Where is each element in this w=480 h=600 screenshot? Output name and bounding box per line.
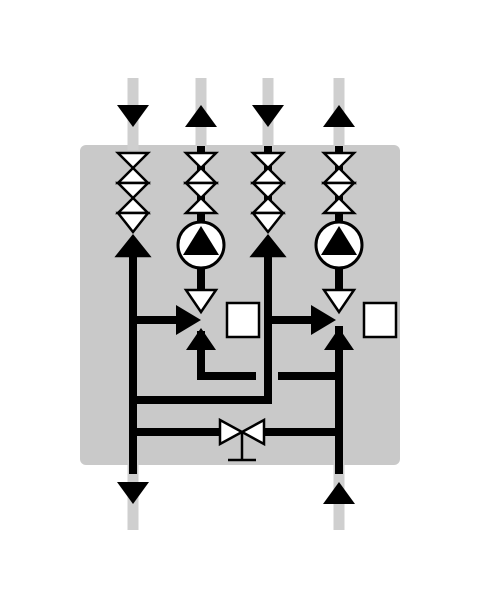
bypass-valve <box>218 417 266 462</box>
check-valve-up-icon <box>114 233 152 258</box>
external-pipes-top <box>127 78 345 150</box>
ball-valve-icon <box>182 151 220 215</box>
arrow-down-icon <box>117 482 149 504</box>
actuator-icon <box>362 301 398 339</box>
valve-left-icon <box>176 305 201 335</box>
arrow-up-icon <box>323 105 355 127</box>
valve-bottom-icon <box>186 328 216 350</box>
flow-arrows-bottom <box>117 482 355 504</box>
actuator-icon <box>225 301 261 339</box>
external-pipes-bottom <box>127 460 345 530</box>
arrow-up-icon <box>185 105 217 127</box>
check-valve-icon <box>115 211 151 235</box>
pump-icon <box>176 220 226 270</box>
bypass-valve-left-icon <box>218 417 245 447</box>
mixing-valve-1 <box>176 288 261 350</box>
valve-top-icon <box>183 288 219 315</box>
bypass-valve-right-icon <box>239 417 266 447</box>
check-valve-up-icon <box>249 233 287 258</box>
valve-bottom-icon <box>324 328 354 350</box>
valve-left-icon <box>311 305 336 335</box>
circulation-pumps <box>176 220 364 270</box>
ball-valves <box>114 151 358 215</box>
check-valve-icon <box>250 211 286 235</box>
pump-icon <box>314 220 364 270</box>
flow-arrows-top <box>117 105 355 127</box>
arrow-down-icon <box>252 105 284 127</box>
valve-top-icon <box>321 288 357 315</box>
arrow-down-icon <box>117 105 149 127</box>
arrow-up-icon <box>323 482 355 504</box>
mixing-valve-2 <box>311 288 398 350</box>
check-valves <box>114 211 287 258</box>
ball-valve-icon <box>320 151 358 215</box>
